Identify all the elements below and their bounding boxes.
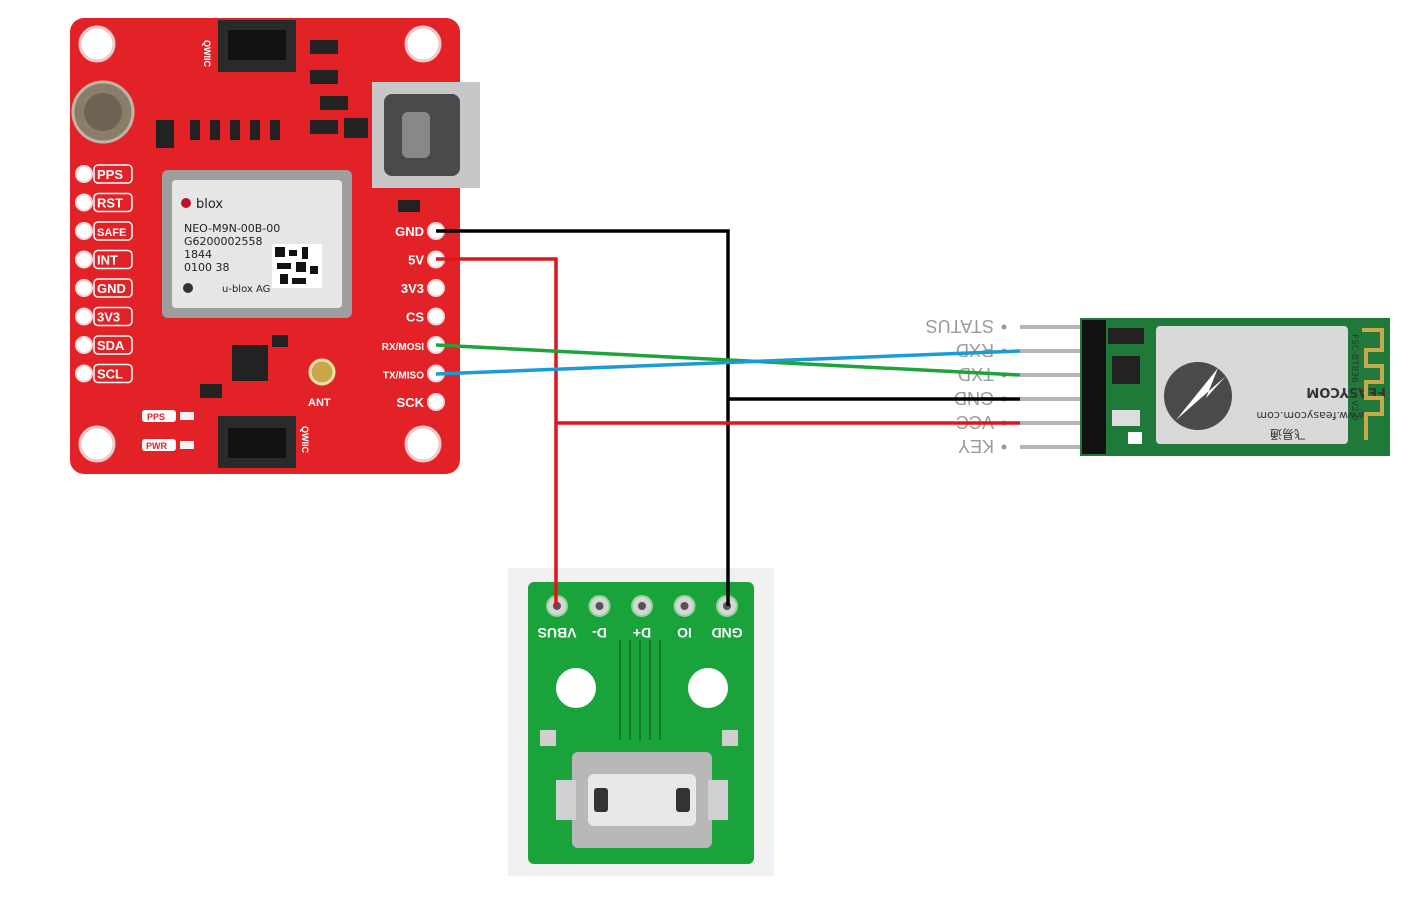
gps-pad-safe bbox=[75, 222, 93, 240]
usb-pin-label-gnd: GND bbox=[711, 625, 742, 641]
wire-5v-gps-usb bbox=[436, 257, 558, 606]
gps-pin-label-3v3: 3V3 bbox=[401, 281, 424, 296]
chip-brand: blox bbox=[196, 197, 223, 212]
usb-mount-hole bbox=[688, 668, 728, 708]
chip-date-code: 1844 bbox=[184, 248, 212, 261]
gps-pin-label-pps: PPS bbox=[97, 167, 123, 182]
gps-pin-label-safe: SAFE bbox=[97, 227, 126, 239]
usb-pin-label-vbus: VBUS bbox=[538, 625, 577, 641]
wires bbox=[435, 229, 1021, 606]
gps-pin-label-sck: SCK bbox=[397, 395, 425, 410]
pps-led-label: PPS bbox=[147, 412, 165, 422]
mounting-hole bbox=[78, 25, 116, 63]
pwr-led-label: PWR bbox=[146, 441, 167, 451]
gps-pin-label-scl: SCL bbox=[97, 367, 123, 382]
usb-pin-label-io: IO bbox=[677, 625, 692, 641]
usb-pin-label-d: D- bbox=[592, 625, 607, 641]
wire-gnd-gps-usb bbox=[436, 229, 730, 606]
gps-pad-cs bbox=[427, 307, 445, 326]
gps-pin-label-tx-miso: TX/MISO bbox=[383, 371, 424, 382]
bt-chinese-label: 飞易通 bbox=[1270, 427, 1306, 441]
bt-version: V2.0 bbox=[1349, 400, 1359, 421]
gps-pad-3v3 bbox=[75, 307, 93, 326]
antenna-connector bbox=[308, 358, 336, 386]
bt-header-block bbox=[1082, 320, 1106, 454]
gps-pin-label-5v: 5V bbox=[408, 253, 424, 268]
ant-label: ANT bbox=[308, 397, 331, 409]
bt-antenna-trace bbox=[1362, 328, 1384, 440]
gps-pad-sda bbox=[75, 336, 93, 354]
gps-pad-rst bbox=[75, 193, 93, 212]
gps-pad-scl bbox=[75, 364, 93, 383]
mounting-hole bbox=[404, 425, 442, 463]
usb-mount-hole bbox=[556, 668, 596, 708]
bt-pin-label-rxd: RXD bbox=[956, 340, 994, 360]
gps-pin-label-gnd: GND bbox=[395, 224, 424, 239]
gps-pin-label-rx-mosi: RX/MOSI bbox=[382, 342, 424, 353]
chip-serial: G6200002558 bbox=[184, 235, 263, 248]
wire-gps-tx-to-bt-rxd bbox=[435, 349, 1021, 376]
chip-copyright: u-blox AG bbox=[222, 284, 270, 295]
qwiic-label-top: QWIIC bbox=[202, 40, 212, 67]
gps-pin-label-sda: SDA bbox=[97, 338, 125, 353]
usb-pin-header: VBUS D- D+ IO GND bbox=[538, 595, 743, 641]
gps-board: QWIIC blox NEO-M9N-00B-00 G6200002558 18… bbox=[70, 18, 480, 474]
gps-pad-sck bbox=[427, 393, 445, 411]
mounting-hole bbox=[78, 425, 116, 463]
ublox-logo-icon bbox=[181, 198, 191, 208]
wire-gps-rx-to-bt-txd bbox=[435, 343, 1021, 377]
gps-pin-label-cs: CS bbox=[406, 310, 424, 325]
bt-pin-label-status: STATUS bbox=[926, 316, 994, 336]
gps-pin-label-3v3: 3V3 bbox=[97, 310, 120, 325]
gps-pad-3v3 bbox=[427, 279, 445, 297]
bt-pin-label-key: KEY bbox=[958, 436, 994, 456]
gps-pin-label-int: INT bbox=[97, 253, 118, 268]
gps-pad-gnd bbox=[75, 279, 93, 297]
usb-pin-label-d: D+ bbox=[633, 625, 651, 641]
bt-website: www.feasycom.com bbox=[1256, 409, 1366, 422]
qwiic-label-bottom: QWIIC bbox=[300, 426, 310, 453]
chip-lot: 0100 38 bbox=[184, 261, 230, 274]
bt-model: FSC-BT836 bbox=[1349, 334, 1359, 383]
gps-pin-label-gnd: GND bbox=[97, 281, 126, 296]
gps-pin-label-rst: RST bbox=[97, 196, 123, 211]
gps-pad-int bbox=[75, 250, 93, 269]
gps-pad-pps bbox=[75, 165, 93, 183]
usb-breakout: VBUS D- D+ IO GND bbox=[508, 568, 774, 876]
mounting-hole bbox=[404, 25, 442, 63]
chip-model: NEO-M9N-00B-00 bbox=[184, 222, 280, 235]
